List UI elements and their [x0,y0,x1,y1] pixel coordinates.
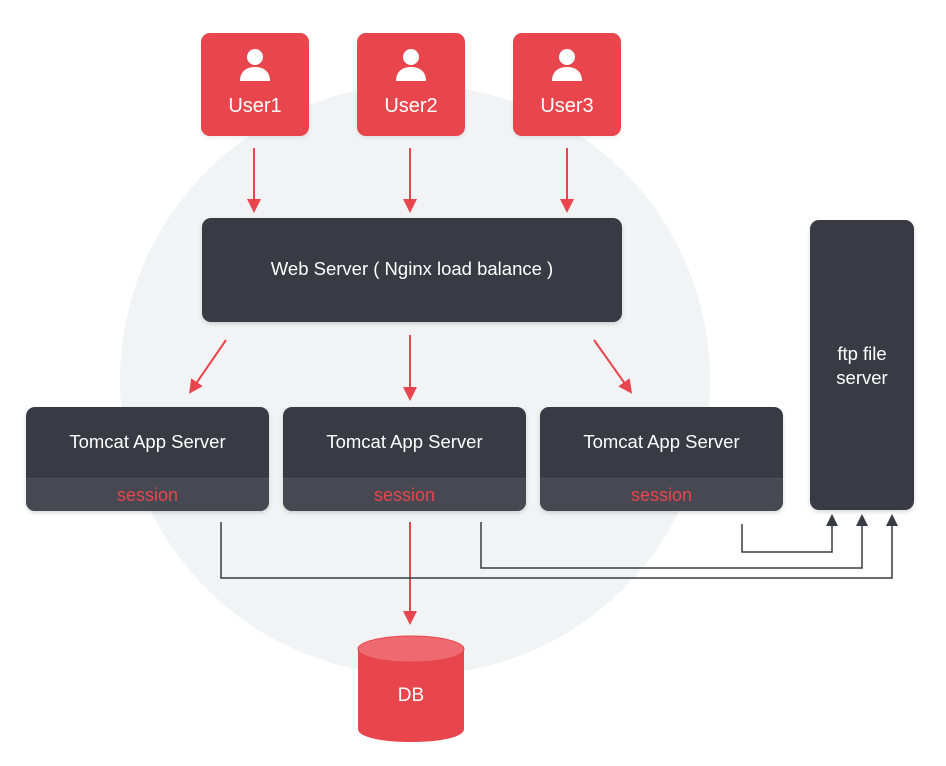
ftp-server-label: ftp file server [836,343,888,388]
user3-node: User3 [513,33,621,136]
tomcat-server-3: Tomcat App Server session [540,407,783,511]
arrowhead-ftp-2 [856,514,868,526]
tomcat-server-1: Tomcat App Server session [26,407,269,511]
user1-label: User1 [228,95,282,117]
arrow-web-to-tomcat3 [593,339,633,394]
user1-node: User1 [201,33,309,136]
tomcat-label: Tomcat App Server [583,431,740,452]
session-label: session [116,485,179,505]
session-label: session [373,485,436,505]
arrow-web-to-tomcat1 [189,339,227,394]
tomcat-server-2: Tomcat App Server session [283,407,526,511]
user3-label: User3 [540,95,594,117]
tomcat-label: Tomcat App Server [326,431,483,452]
database-cylinder-icon [357,635,465,742]
user-icon [240,49,270,81]
session-bar: session [283,478,526,511]
web-server-node: Web Server ( Nginx load balance ) [202,218,622,322]
web-server-label: Web Server ( Nginx load balance ) [270,258,554,279]
session-bar: session [26,478,269,511]
connector-tomcat3-to-ftp [741,524,833,553]
ftp-server-node: ftp file server [810,220,914,510]
arrowhead-ftp-3 [886,514,898,526]
connector-tomcat1-to-ftp [220,522,893,579]
session-bar: session [540,478,783,511]
connector-tomcat2-to-ftp [480,522,863,569]
session-label: session [630,485,693,505]
user2-label: User2 [384,95,438,117]
database-node: DB [357,635,465,743]
arrowhead-ftp-1 [826,514,838,526]
tomcat-label: Tomcat App Server [69,431,226,452]
user-icon [396,49,426,81]
user-icon [552,49,582,81]
background-circle [120,85,710,675]
user2-node: User2 [357,33,465,136]
database-label: DB [397,685,425,706]
